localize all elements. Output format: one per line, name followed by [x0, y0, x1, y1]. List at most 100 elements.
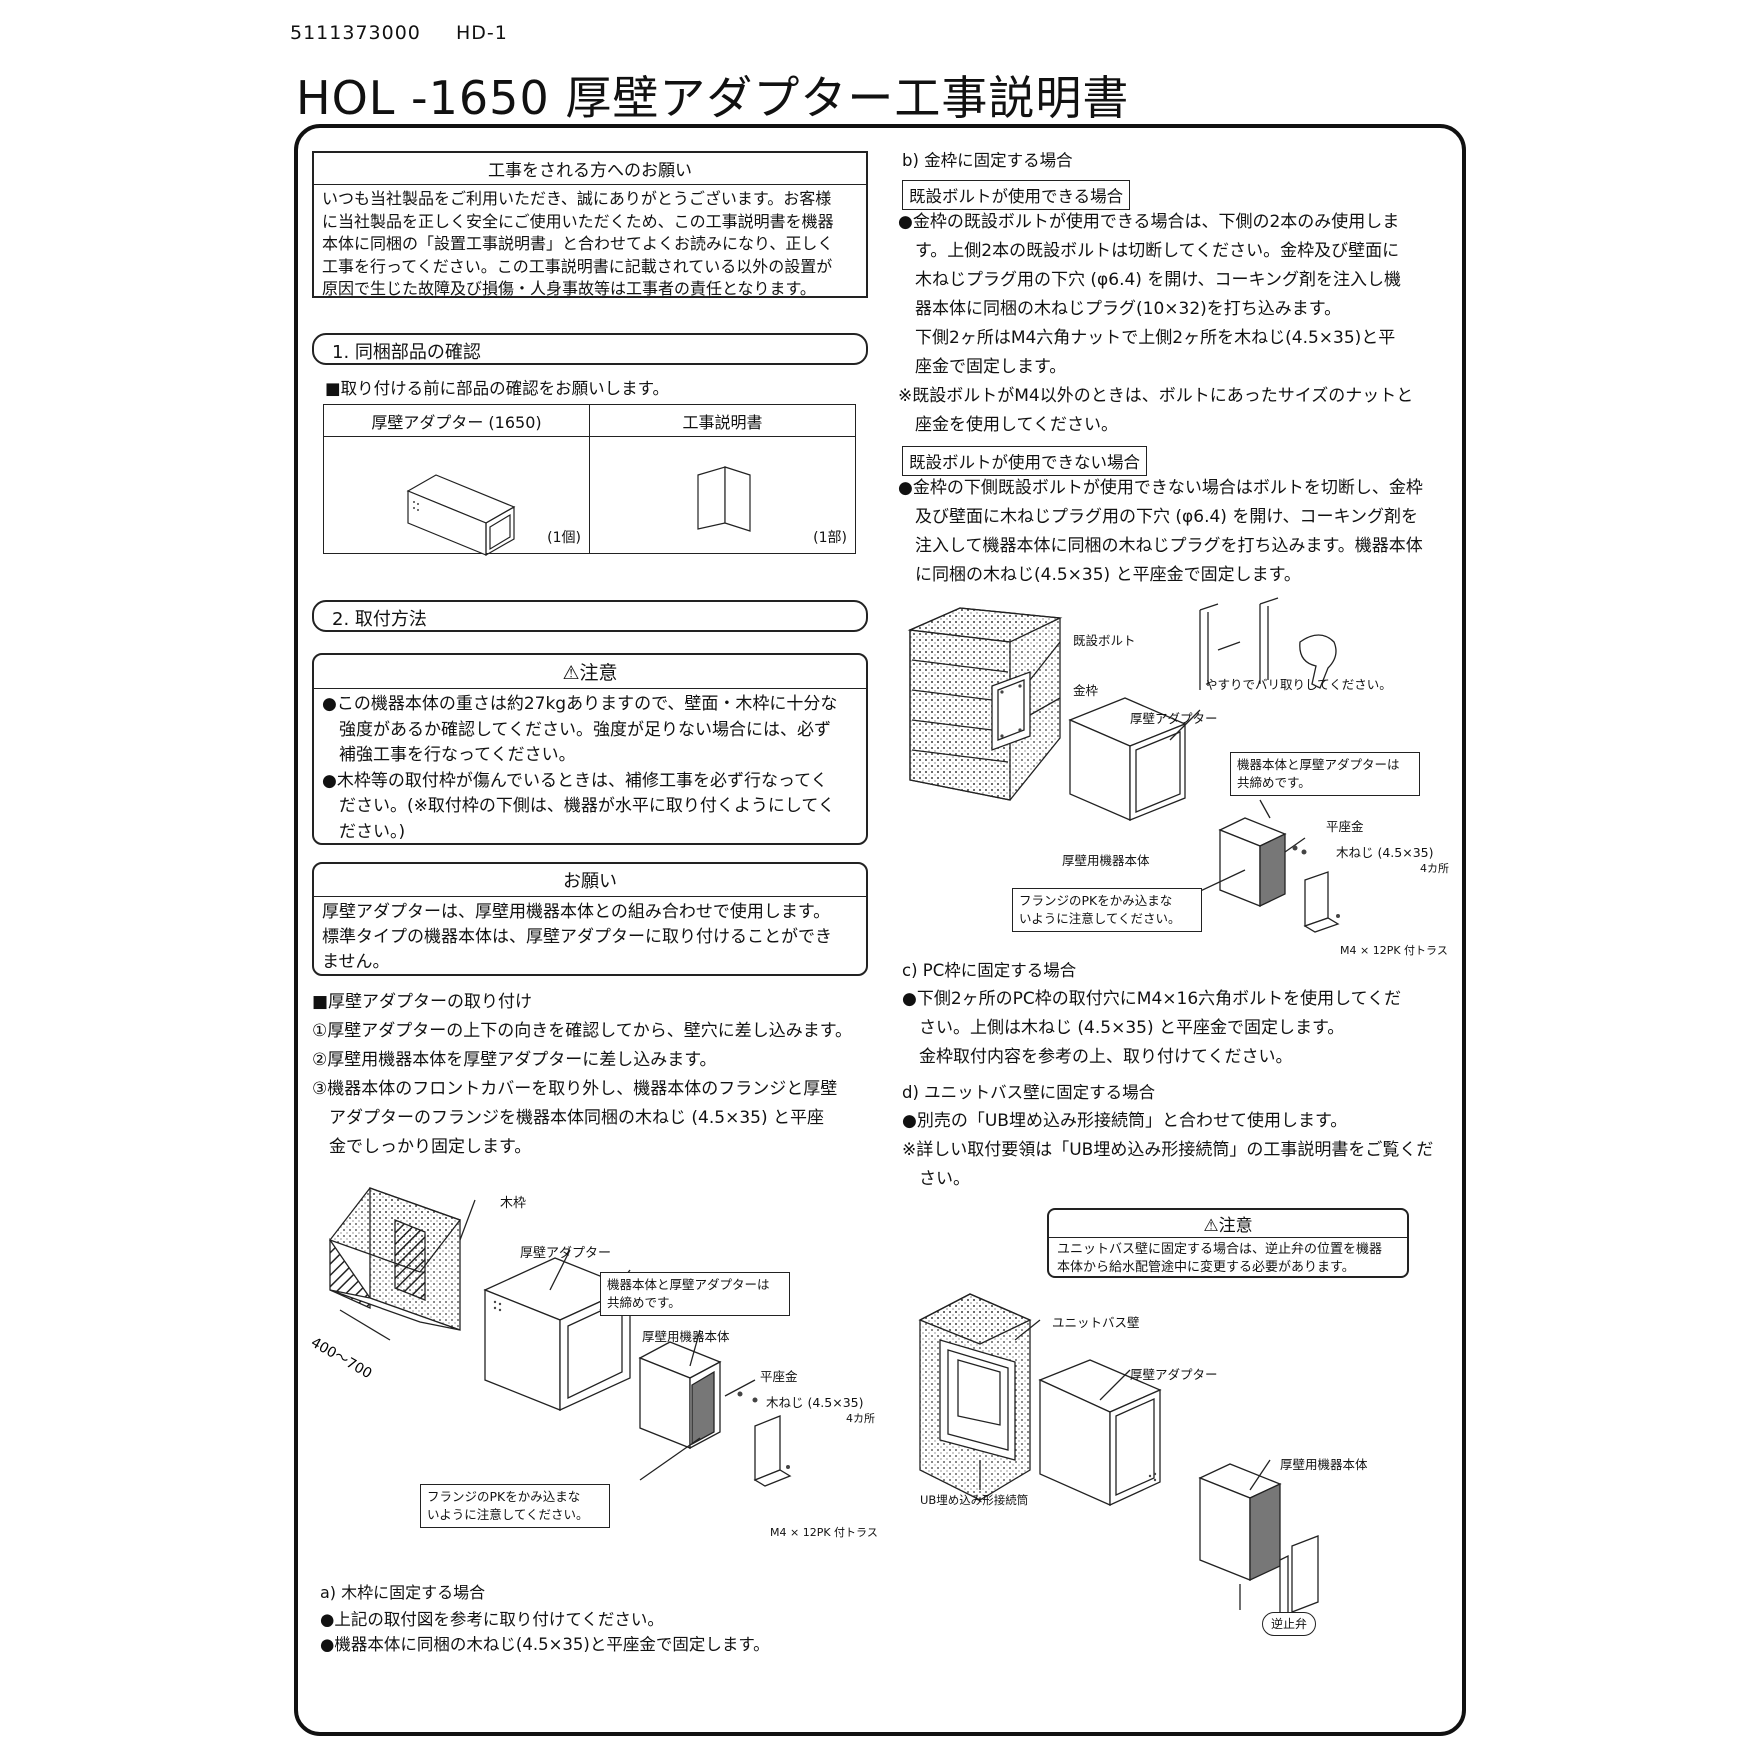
b-ok-line: ※既設ボルトがM4以外のときは、ボルトにあったサイズのナットと — [898, 386, 1414, 406]
b-ng-line: 及び壁面に木ねじプラグ用の下穴 (φ6.4) を開け、コーキング剤を — [898, 507, 1418, 527]
fig2-label-bolt: 既設ボルト — [1073, 633, 1136, 648]
caution-line: ●この機器本体の重さは約27kgありますので、壁面・木枠に十分な — [322, 694, 838, 714]
fig1-label-wood-frame: 木枠 — [500, 1196, 527, 1211]
b-ok-line: 器本体に同梱の木ねじプラグ(10×32)を打ち込みます。 — [898, 299, 1342, 319]
fig1-callout-cofasten: 機器本体と厚壁アダプターは 共締めです。 — [600, 1272, 790, 1316]
callout-line: 機器本体と厚壁アダプターは — [607, 1277, 770, 1292]
dimension-label: 400～700 — [308, 1335, 374, 1383]
callout-line: フランジのPKをかみ込まな — [1019, 893, 1173, 908]
install-step: ③機器本体のフロントカバーを取り外し、機器本体のフランジと厚壁 — [312, 1079, 838, 1099]
ub-caution-line: 本体から給水配管途中に変更する必要があります。 — [1057, 1260, 1355, 1275]
parts-cell-manual: (1部) — [589, 436, 856, 554]
section-b-heading: b) 金枠に固定する場合 — [902, 151, 1073, 170]
b-existing-ng-label: 既設ボルトが使用できない場合 — [902, 446, 1147, 476]
section-d-line: ※詳しい取付要領は「UB埋め込み形接続筒」の工事説明書をご覧くだ — [902, 1140, 1434, 1160]
section-d-line: ●別売の「UB埋め込み形接続筒」と合わせて使用します。 — [902, 1111, 1348, 1131]
section1-intro: ■取り付ける前に部品の確認をお願いします。 — [325, 379, 669, 398]
fig3-label-ub-tube: UB埋め込み形接続筒 — [920, 1493, 1029, 1507]
figure-unit-bath-install — [918, 1293, 1319, 1626]
doc-code: 5111373000 HD-1 — [290, 22, 536, 44]
page-title: HOL -1650 厚壁アダプター工事説明書 — [296, 71, 1130, 125]
section2-heading: 2. 取付方法 — [312, 600, 868, 632]
request-heading: お願い — [314, 864, 866, 897]
fig1-label-washer: 平座金 — [760, 1369, 798, 1384]
b-ng-line: ●金枠の下側既設ボルトが使用できない場合はボルトを切断し、金枠 — [898, 478, 1423, 498]
notice-line: に当社製品を正しく安全にご使用いただくため、この工事説明書を機器 — [322, 211, 834, 231]
section-c-line: ●下側2ヶ所のPC枠の取付穴にM4×16六角ボルトを使用してくだ — [902, 989, 1402, 1009]
callout-line: 機器本体と厚壁アダプターは — [1237, 757, 1400, 772]
section-d: d) ユニットバス壁に固定する場合 ●別売の「UB埋め込み形接続筒」と合わせて使… — [902, 1078, 1433, 1194]
section-c: c) PC枠に固定する場合 ●下側2ヶ所のPC枠の取付穴にM4×16六角ボルトを… — [902, 956, 1401, 1072]
parts-header-manual: 工事説明書 — [589, 404, 856, 437]
request-line: ません。 — [322, 952, 390, 972]
fig1-label-adapter: 厚壁アダプター — [520, 1246, 612, 1261]
fig3-label-check-valve: 逆止弁 — [1262, 1612, 1317, 1636]
b-existing-ok-label: 既設ボルトが使用できる場合 — [902, 180, 1131, 210]
section-c-line: さい。上側は木ねじ (4.5×35) と平座金で固定します。 — [902, 1018, 1345, 1038]
fig1-label-unit: 厚壁用機器本体 — [642, 1329, 730, 1344]
section-c-line: 金枠取付内容を参考の上、取り付けてください。 — [902, 1047, 1293, 1067]
install-step: アダプターのフランジを機器本体同梱の木ねじ (4.5×35) と平座 — [312, 1108, 824, 1128]
notice-line: いつも当社製品をご利用いただき、誠にありがとうございます。お客様 — [322, 189, 832, 208]
adapter-sketch — [406, 474, 516, 557]
content-frame — [294, 124, 1466, 1736]
doc-revision: HD-1 — [455, 22, 508, 44]
parts-header-adapter: 厚壁アダプター (1650) — [323, 404, 590, 437]
notice-box: 工事をされる方へのお願い いつも当社製品をご利用いただき、誠にありがとうございま… — [312, 151, 868, 298]
callout-line: いように注意してください。 — [427, 1507, 589, 1522]
b-ok-line: 下側2ヶ所はM4六角ナットで上側2ヶ所を木ねじ(4.5×35)と平 — [898, 328, 1396, 348]
qty-manual: (1部) — [813, 530, 847, 546]
fig2-label-file: やすりでバリ取りしてください。 — [1205, 677, 1392, 692]
fig2-label-washer: 平座金 — [1326, 819, 1364, 834]
b-existing-ng-body: ●金枠の下側既設ボルトが使用できない場合はボルトを切断し、金枠 及び壁面に木ねじ… — [898, 474, 1423, 590]
qty-adapter: (1個) — [547, 530, 581, 546]
fig1-label-4places: 4カ所 — [846, 1412, 875, 1425]
fig2-label-metal-frame: 金枠 — [1073, 683, 1099, 698]
ub-caution-box: ⚠注意 ユニットバス壁に固定する場合は、逆止弁の位置を機器 本体から給水配管途中… — [1047, 1208, 1409, 1278]
fig2-label-adapter: 厚壁アダプター — [1130, 711, 1218, 726]
fig1-label-screw: 木ねじ (4.5×35) — [766, 1395, 864, 1410]
section-d-line: さい。 — [902, 1169, 970, 1189]
section1-heading: 1. 同梱部品の確認 — [312, 333, 868, 365]
manual-sketch — [697, 466, 751, 532]
fig2-label-screw: 木ねじ (4.5×35) — [1336, 845, 1434, 860]
request-body: 厚壁アダプターは、厚壁用機器本体との組み合わせで使用します。 標準タイプの機器本… — [314, 897, 866, 978]
notice-heading: 工事をされる方へのお願い — [314, 153, 866, 185]
caution-line: 強度があるか確認してください。強度が足りない場合には、必ず — [322, 719, 831, 740]
caution-line: ●木枠等の取付枠が傷んでいるときは、補修工事を必ず行なってく — [322, 770, 828, 791]
caution-line: ださい。) — [322, 821, 406, 842]
caution-box: ⚠注意 ●この機器本体の重さは約27kgありますので、壁面・木枠に十分な 強度が… — [312, 653, 868, 845]
b-ng-line: 注入して機器本体に同梱の木ねじプラグを打ち込みます。機器本体 — [898, 536, 1423, 556]
callout-line: 共締めです。 — [1237, 775, 1311, 790]
fig2-label-unit: 厚壁用機器本体 — [1062, 853, 1150, 868]
b-ok-line: 座金で固定します。 — [898, 357, 1067, 377]
ub-caution-heading: ⚠注意 — [1049, 1210, 1407, 1238]
b-ok-line: 座金を使用してください。 — [898, 415, 1118, 435]
fig1-label-m4: M4 × 12PK 付トラス — [770, 1526, 878, 1539]
b-ok-line: す。上側2本の既設ボルトは切断してください。金枠及び壁面に — [898, 241, 1400, 261]
request-box: お願い 厚壁アダプターは、厚壁用機器本体との組み合わせで使用します。 標準タイプ… — [312, 862, 868, 976]
caution-line: 補強工事を行なってください。 — [322, 745, 576, 765]
parts-table: 厚壁アダプター (1650) 工事説明書 (1個) — [323, 404, 856, 557]
b-ok-line: ●金枠の既設ボルトが使用できる場合は、下側の2本のみ使用しま — [898, 212, 1400, 232]
b-existing-ok-label-wrap: 既設ボルトが使用できる場合 — [902, 180, 1131, 210]
install-instructions: ■厚壁アダプターの取り付け ①厚壁アダプターの上下の向きを確認してから、壁穴に差… — [312, 988, 852, 1162]
install-heading: ■厚壁アダプターの取り付け — [312, 992, 533, 1012]
section-c-heading: c) PC枠に固定する場合 — [902, 961, 1077, 980]
ub-caution-line: ユニットバス壁に固定する場合は、逆止弁の位置を機器 — [1057, 1242, 1383, 1257]
notice-line: 工事を行ってください。この工事説明書に記載されている以外の設置が — [322, 256, 833, 276]
b-ng-line: に同梱の木ねじ(4.5×35) と平座金で固定します。 — [898, 565, 1301, 585]
section-a-heading: a) 木枠に固定する場合 — [320, 1583, 486, 1602]
callout-line: フランジのPKをかみ込まな — [427, 1489, 581, 1504]
install-step: ①厚壁アダプターの上下の向きを確認してから、壁穴に差し込みます。 — [312, 1021, 853, 1041]
section-a-line: ●上記の取付図を参考に取り付けてください。 — [320, 1610, 664, 1629]
figure-wood-frame-install: 400～700 — [308, 1187, 792, 1487]
callout-line: 共締めです。 — [607, 1295, 681, 1310]
b-existing-ng-label-wrap: 既設ボルトが使用できない場合 — [902, 446, 1147, 476]
notice-line: 本体に同梱の「設置工事説明書」と合わせてよくお読みになり、正しく — [322, 234, 834, 253]
doc-number: 5111373000 — [290, 22, 421, 44]
install-step: ②厚壁用機器本体を厚壁アダプターに差し込みます。 — [312, 1050, 717, 1070]
fig3-label-adapter: 厚壁アダプター — [1130, 1367, 1218, 1382]
fig3-label-ub-wall: ユニットバス壁 — [1052, 1315, 1140, 1330]
section-a: a) 木枠に固定する場合 ●上記の取付図を参考に取り付けてください。 ●機器本体… — [320, 1578, 770, 1657]
